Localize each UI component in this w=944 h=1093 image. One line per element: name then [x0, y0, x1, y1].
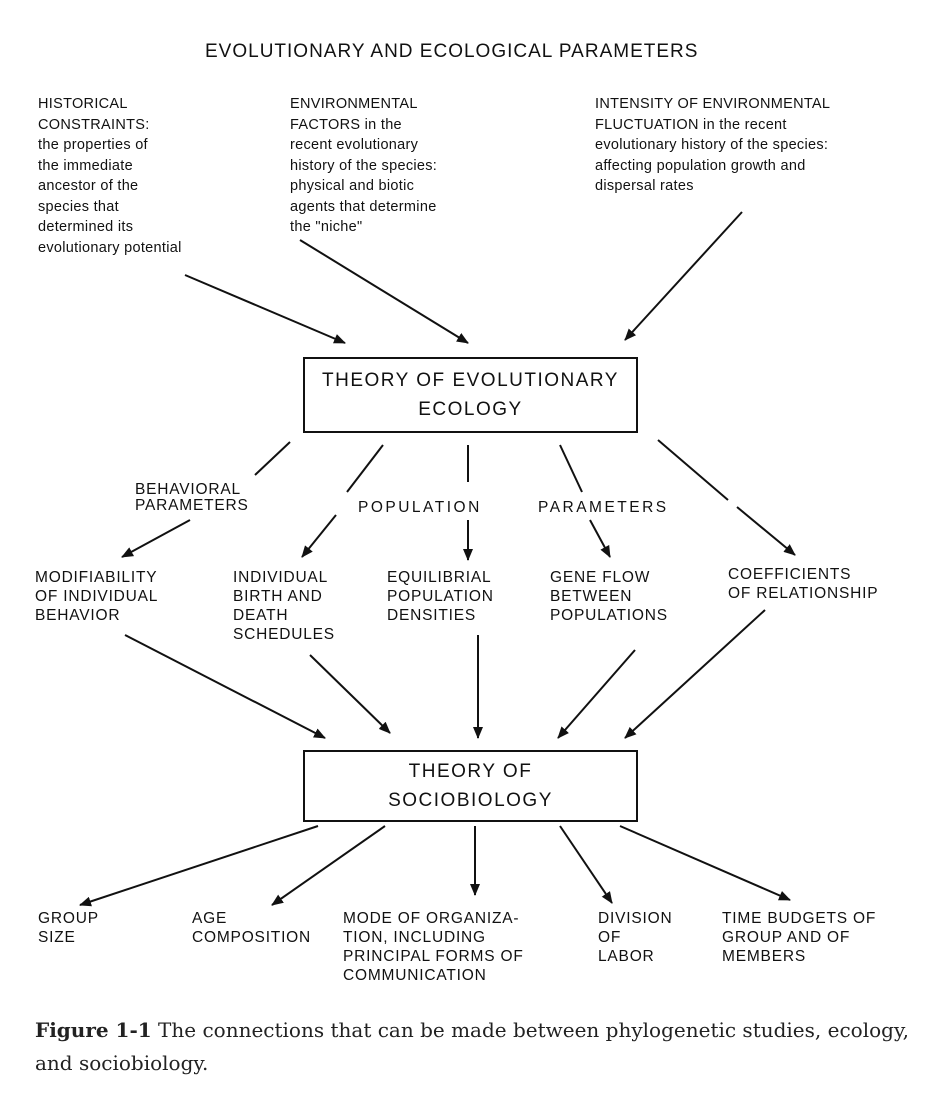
arrow-intensity-to-ecology [624, 211, 743, 341]
arrow-gene-flow-to-sociobiology [557, 649, 636, 739]
connector-layer [79, 211, 796, 907]
environmental-factors-text: ENVIRONMENTAL FACTORS in the recent evol… [290, 96, 438, 235]
arrow-birth-death-to-sociobiology [309, 654, 391, 734]
age-composition-text: AGE COMPOSITION [192, 910, 312, 946]
arrow-historical-to-ecology [184, 274, 346, 344]
arrow-to-modifiability [121, 519, 191, 558]
arrow-to-group-size [79, 825, 319, 907]
group-size-text: GROUP SIZE [38, 910, 99, 946]
coefficients-of-relationship-text: COEFFICIENTS OF RELATIONSHIP [728, 566, 879, 602]
behavioral-parameters-label: BEHAVIORAL PARAMETERS [135, 481, 249, 514]
arrow-to-birth-death [301, 514, 337, 558]
line-ecology-behavioral [254, 441, 291, 476]
arrow-modifiability-to-sociobiology [124, 634, 326, 739]
mode-of-organization-text: MODE OF ORGANIZA- TION, INCLUDING PRINCI… [343, 910, 524, 984]
diagram-title: EVOLUTIONARY AND ECOLOGICAL PARAMETERS [205, 41, 699, 62]
equilibrial-densities-text: EQUILIBRIAL POPULATION DENSITIES [387, 569, 494, 624]
historical-constraints-text: HISTORICAL CONSTRAINTS: the properties o… [38, 96, 182, 256]
modifiability-text: MODIFIABILITY OF INDIVIDUAL BEHAVIOR [35, 569, 159, 624]
population-label: POPULATION [358, 499, 482, 516]
environmental-fluctuation-text: INTENSITY OF ENVIRONMENTAL FLUCTUATION i… [595, 96, 831, 194]
caption-text: The connections that can be made between… [35, 1018, 909, 1075]
arrow-environmental-to-ecology [299, 239, 469, 344]
sociobiology-box: THEORY OF SOCIOBIOLOGY [303, 750, 638, 822]
time-budgets-text: TIME BUDGETS OF GROUP AND OF MEMBERS [722, 910, 877, 965]
line-ecology-parameters [559, 444, 583, 493]
division-of-labor-text: DIVISION OF LABOR [598, 910, 673, 965]
arrow-coefficients-to-sociobiology [624, 609, 766, 739]
arrow-to-coefficients [736, 506, 796, 556]
birth-death-schedules-text: INDIVIDUAL BIRTH AND DEATH SCHEDULES [233, 569, 335, 643]
figure-caption: Figure 1-1 The connections that can be m… [35, 1014, 915, 1080]
arrow-to-age-composition [271, 825, 386, 906]
arrow-to-time-budgets [619, 825, 791, 901]
parameters-label: PARAMETERS [538, 499, 669, 516]
arrow-to-division-of-labor [559, 825, 613, 904]
line-ecology-population-1 [346, 444, 384, 493]
figure-label: Figure 1-1 [35, 1018, 152, 1042]
evolutionary-ecology-box: THEORY OF EVOLUTIONARY ECOLOGY [303, 357, 638, 433]
gene-flow-text: GENE FLOW BETWEEN POPULATIONS [550, 569, 668, 624]
line-ecology-coefficients [657, 439, 729, 501]
arrow-to-gene-flow [589, 519, 611, 558]
